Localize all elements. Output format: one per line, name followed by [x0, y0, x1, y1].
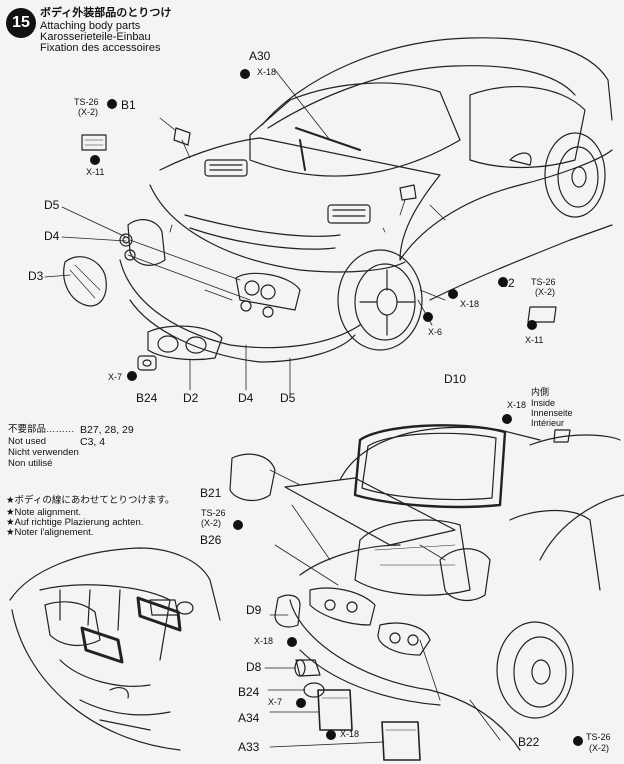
part-label-d4: D4 [238, 391, 254, 405]
paint-label-x7: X-7 [268, 697, 283, 707]
not-used-label-ja: 不要部品……… [8, 424, 75, 435]
alignment-note-en: ★Note alignment. [6, 507, 82, 518]
part-label-b2: B2 [500, 276, 515, 290]
part-label-a34: A34 [238, 711, 260, 725]
paint-label-x2: (X-2) [589, 743, 609, 753]
alignment-note-ja: ★ボディの線にあわせてとりつけます。 [6, 495, 175, 506]
inside-label-fr: Intérieur [531, 418, 565, 428]
paint-label-ts26: TS-26 [586, 732, 611, 742]
part-label-b26: B26 [200, 533, 222, 547]
rear-car-body [229, 424, 624, 761]
part-label-d5: D5 [280, 391, 296, 405]
inside-label-en: Inside [531, 398, 556, 408]
paint-label-x18: X-18 [254, 636, 274, 646]
part-label-d10: D10 [444, 372, 467, 386]
part-label-d4: D4 [44, 229, 60, 243]
alignment-inset [9, 547, 221, 751]
not-used-parts-line2: C3, 4 [80, 436, 106, 448]
part-label-d5: D5 [44, 198, 60, 212]
not-used-label-en: Not used [8, 436, 47, 447]
paint-label-x6: X-6 [428, 327, 443, 337]
part-label-d2: D2 [183, 391, 199, 405]
step-title-de: Karosserieteile-Einbau [40, 31, 151, 43]
paint-label-ts26: TS-26 [74, 97, 99, 107]
not-used-label-fr: Non utilisé [8, 458, 53, 469]
step-number-badge: 15 [6, 8, 36, 38]
part-label-b1: B1 [121, 98, 136, 112]
paint-label-ts26: TS-26 [201, 508, 226, 518]
step-title-en: Attaching body parts [40, 20, 141, 32]
inside-label-de: Innenseite [531, 408, 573, 418]
part-label-d3: D3 [28, 269, 44, 283]
not-used-label-de: Nicht verwenden [8, 447, 79, 458]
front-car-body [119, 37, 613, 363]
part-label-b24: B24 [238, 685, 260, 699]
part-label-a30: A30 [249, 49, 271, 63]
paint-label-x18: X-18 [340, 729, 360, 739]
alignment-note-fr: ★Noter l'alignement. [6, 527, 94, 538]
part-label-b24: B24 [136, 391, 158, 405]
paint-label-x18: X-18 [257, 67, 277, 77]
part-label-b22: B22 [518, 735, 540, 749]
paint-label-x2: (X-2) [201, 518, 221, 528]
paint-label-x11: X-11 [86, 167, 105, 177]
alignment-note-de: ★Auf richtige Plazierung achten. [6, 517, 144, 528]
paint-label-ts26: TS-26 [531, 277, 556, 287]
paint-label-x7: X-7 [108, 372, 123, 382]
step-title-ja: ボディ外装部品のとりつけ [40, 7, 172, 19]
inside-label-ja: 内側 [531, 387, 550, 397]
part-label-d9: D9 [246, 603, 262, 617]
part-label-a33: A33 [238, 740, 260, 754]
paint-label-x11: X-11 [525, 335, 544, 345]
part-label-d8: D8 [246, 660, 262, 674]
paint-label-x2: (X-2) [78, 107, 98, 117]
not-used-parts-line1: B27, 28, 29 [80, 424, 134, 436]
paint-label-x2: (X-2) [535, 287, 555, 297]
paint-label-x18: X-18 [507, 400, 527, 410]
part-label-b21: B21 [200, 486, 222, 500]
paint-label-x18: X-18 [460, 299, 480, 309]
step-title-fr: Fixation des accessoires [40, 42, 161, 54]
